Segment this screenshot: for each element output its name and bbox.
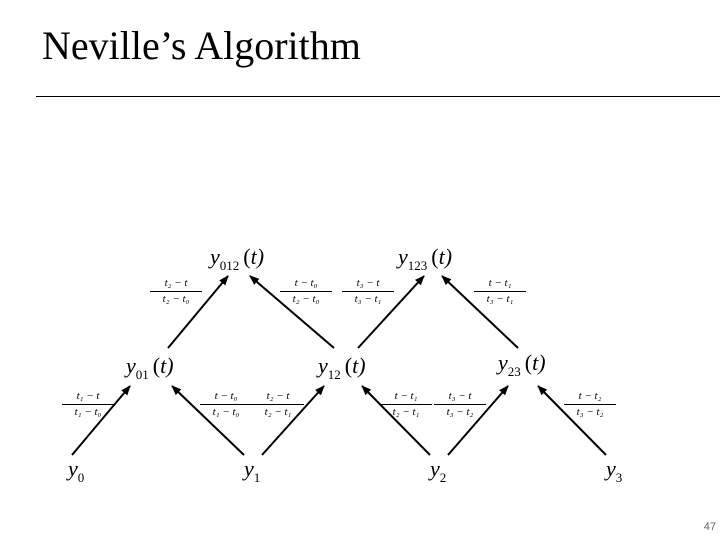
arrow-y12-to-y012 [249, 275, 335, 349]
slide-title: Neville’s Algorithm [42, 23, 361, 68]
arrow-y3-to-y23 [537, 385, 607, 456]
arrow-y01-to-y012 [167, 275, 229, 349]
node-y123: y123(t) [398, 244, 453, 273]
node-y1: y1 [244, 456, 261, 485]
node-y012: y012(t) [210, 244, 265, 273]
arrow-y1-to-y12 [261, 385, 325, 456]
node-y01: y01(t) [126, 353, 174, 382]
arrow-y2-to-y23 [447, 385, 509, 456]
arrow-y12-to-y123 [357, 275, 425, 349]
arrow-y23-to-y123 [441, 275, 519, 349]
arrow-y1-to-y01 [171, 385, 245, 456]
node-y23: y23(t) [498, 350, 546, 379]
node-y0: y0 [68, 456, 85, 485]
arrow-y0-to-y01 [71, 385, 131, 456]
title-divider [36, 96, 720, 97]
node-y12: y12(t) [318, 353, 366, 382]
arrow-y2-to-y12 [361, 385, 431, 456]
node-y2: y2 [430, 456, 447, 485]
node-y3: y3 [606, 456, 623, 485]
page-number: 47 [703, 521, 716, 533]
